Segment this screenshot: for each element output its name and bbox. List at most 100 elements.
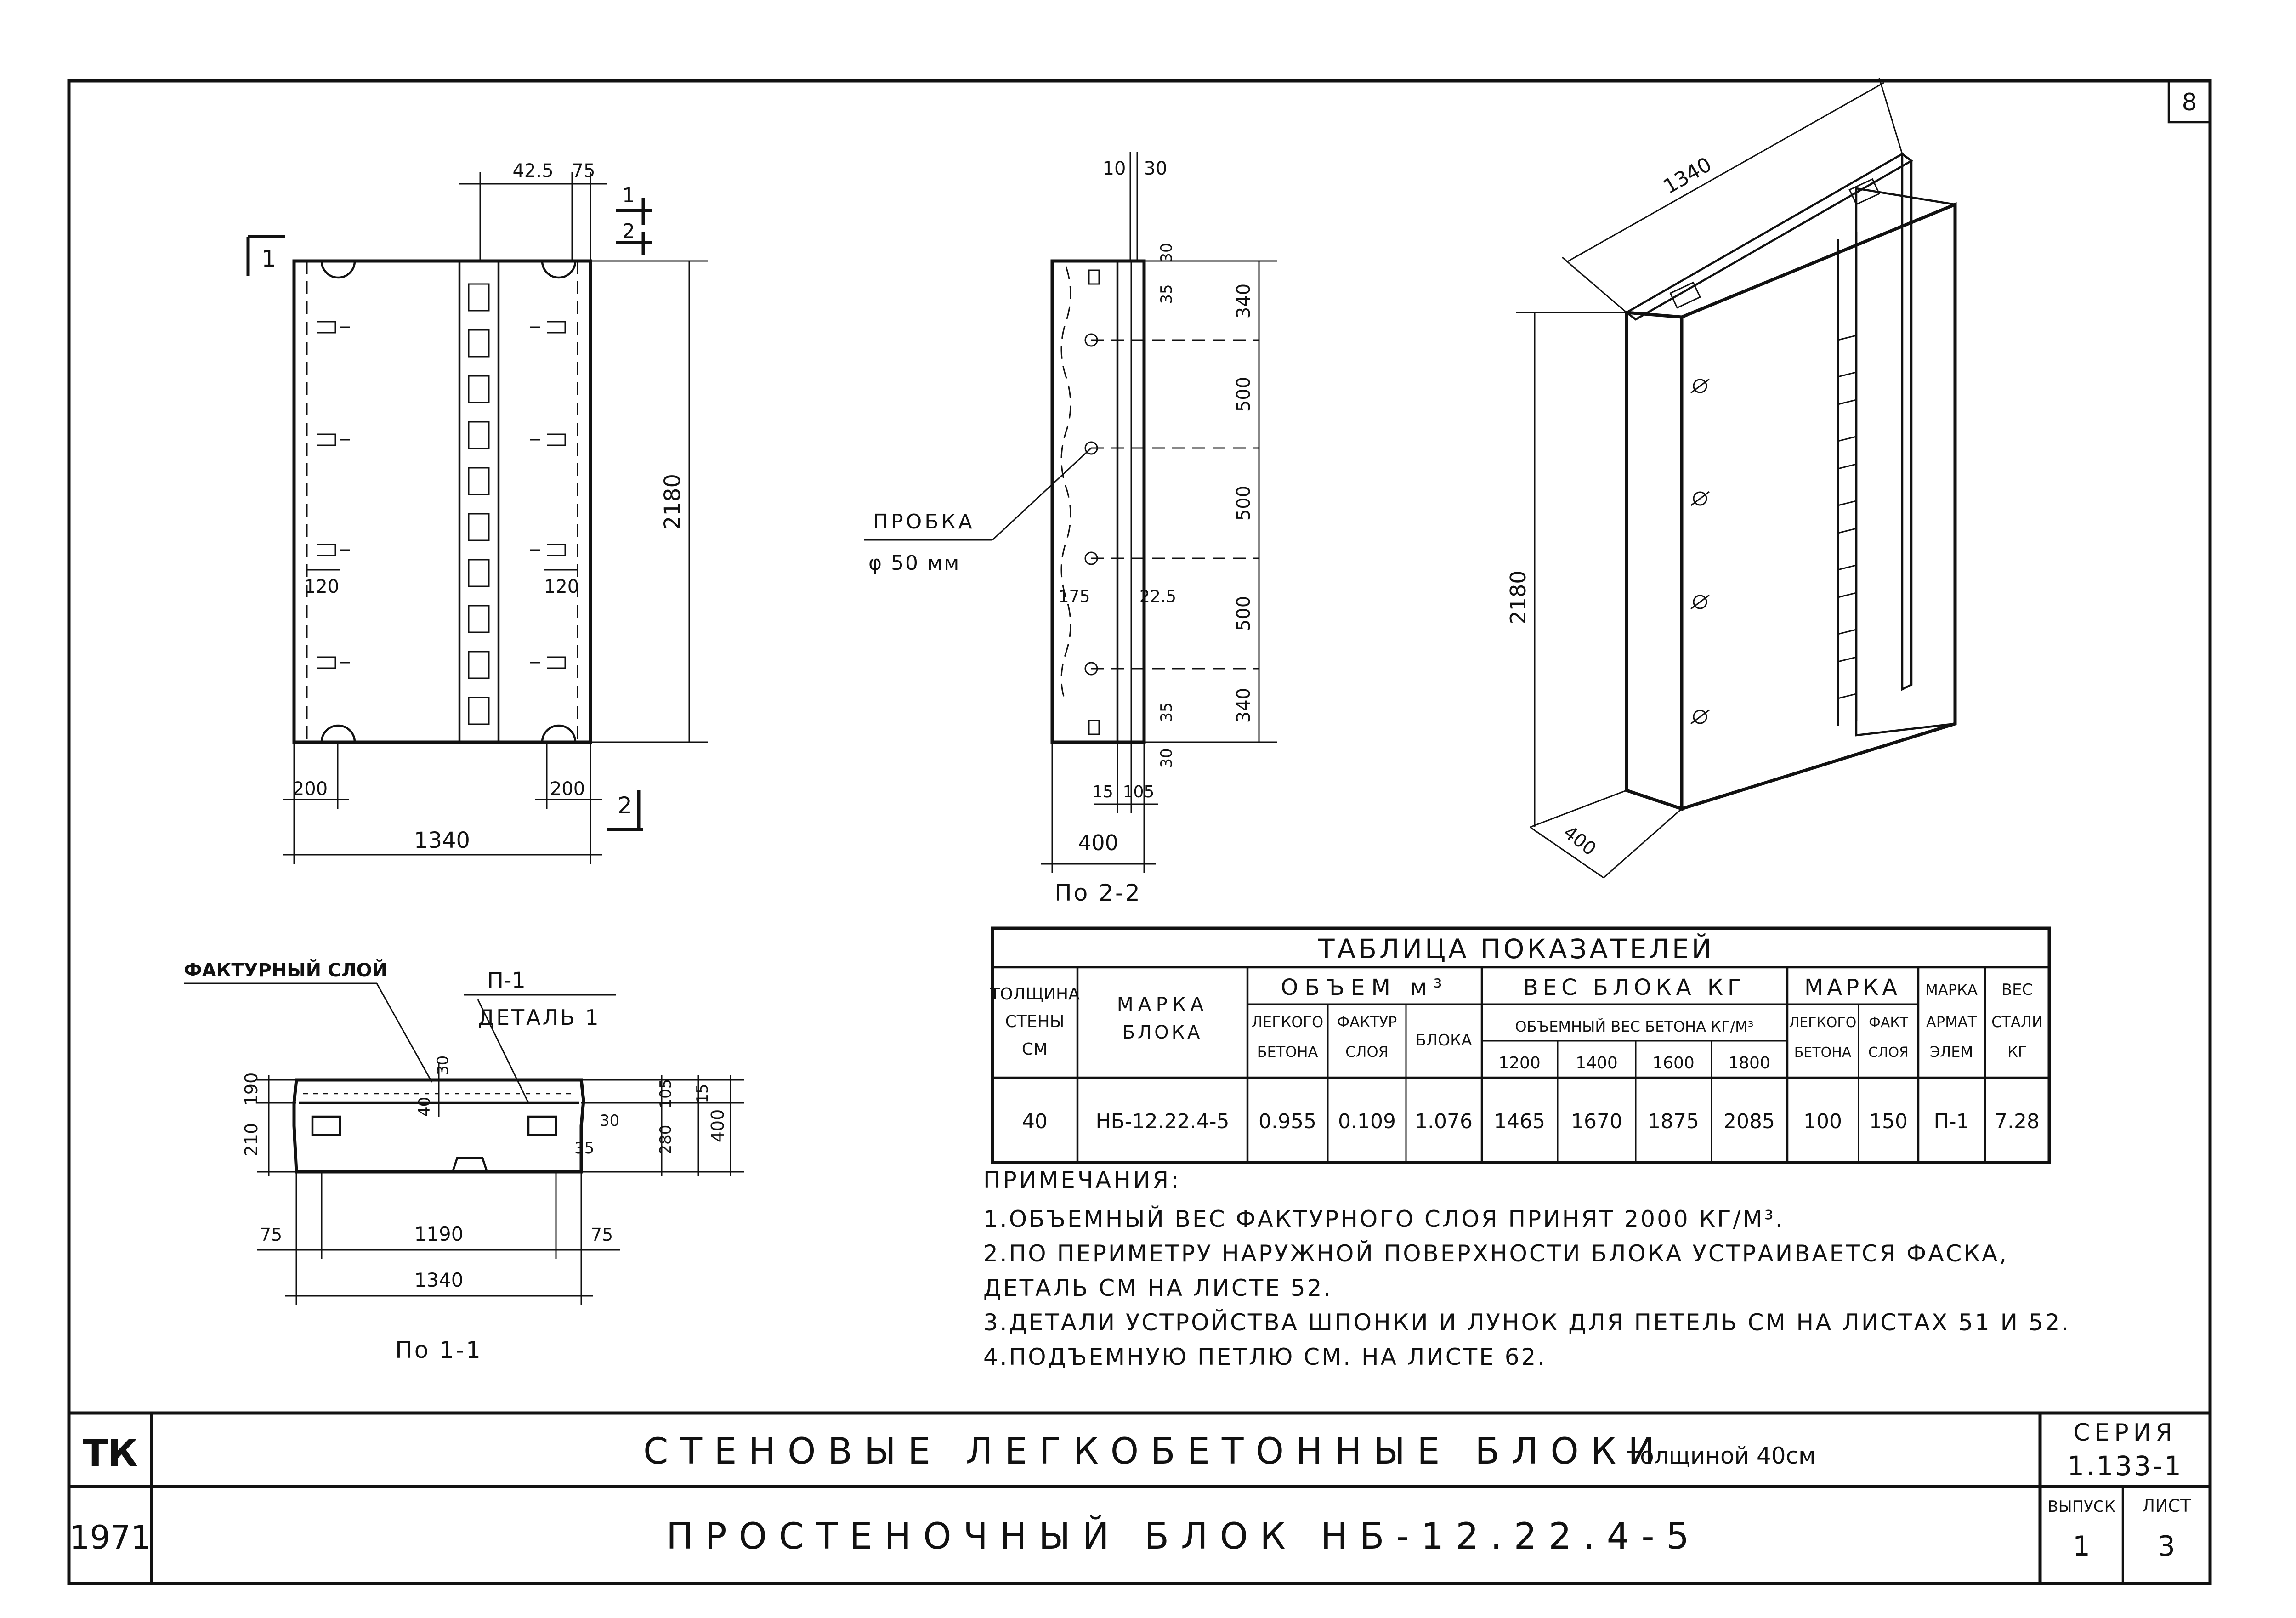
th-grade-light-2: БЕТОНА bbox=[1794, 1045, 1852, 1061]
cell-mark: НБ-12.22.4-5 bbox=[1096, 1110, 1230, 1133]
cell-vol-light: 0.955 bbox=[1259, 1110, 1316, 1133]
th-density-1600: 1600 bbox=[1652, 1054, 1695, 1073]
s22-dim-seg4: 500 bbox=[1233, 596, 1254, 631]
th-thickness-1: ТОЛЩИНА bbox=[989, 985, 1080, 1004]
s11-dim-r280: 280 bbox=[657, 1125, 675, 1155]
th-mark-2: БЛОКА bbox=[1122, 1022, 1203, 1043]
sheet-value: 3 bbox=[2158, 1530, 2175, 1562]
year: 1971 bbox=[69, 1519, 151, 1556]
section-mark-1-right: 1 bbox=[616, 184, 652, 225]
th-grade: МАРКА bbox=[1804, 975, 1901, 1000]
s22-dim-width: 400 bbox=[1078, 830, 1118, 855]
section-mark-2-bottom: 2 bbox=[607, 790, 643, 831]
th-grade-fact-2: СЛОЯ bbox=[1868, 1045, 1909, 1061]
s11-dim-mid-30: 30 bbox=[434, 1056, 452, 1075]
s11-dim-r35: 35 bbox=[574, 1139, 594, 1158]
s22-dim-bottom-15: 15 bbox=[1092, 783, 1113, 801]
th-volume: ОБЪЕМ м³ bbox=[1281, 975, 1448, 1000]
title-block: ТК 1971 СТЕНОВЫЕ ЛЕГКОБЕТОННЫЕ БЛОКИ тол… bbox=[69, 1411, 2210, 1584]
s22-dim-seg1: 340 bbox=[1233, 284, 1254, 318]
cell-w1600: 1875 bbox=[1648, 1110, 1699, 1133]
issue-value: 1 bbox=[2073, 1530, 2090, 1562]
note-2a: 2.ПО ПЕРИМЕТРУ НАРУЖНОЙ ПОВЕРХНОСТИ БЛОК… bbox=[983, 1240, 2008, 1267]
s11-dim-r400: 400 bbox=[708, 1109, 728, 1143]
s11-dim-b1190: 1190 bbox=[414, 1223, 464, 1245]
th-grade-light-1: ЛЕГКОГО bbox=[1789, 1015, 1857, 1031]
th-mark-1: МАРКА bbox=[1117, 993, 1208, 1016]
th-vol-block: БЛОКА bbox=[1415, 1031, 1472, 1050]
cell-vol-fact: 0.109 bbox=[1338, 1110, 1396, 1133]
plan-anchors bbox=[317, 321, 566, 669]
label-facture-layer: ФАКТУРНЫЙ СЛОЙ bbox=[184, 959, 387, 981]
s22-dim-top-b: 30 bbox=[1144, 158, 1168, 179]
note-3: 3.ДЕТАЛИ УСТРОЙСТВА ШПОНКИ И ЛУНОК ДЛЯ П… bbox=[983, 1309, 2070, 1336]
th-arm-3: ЭЛЕМ bbox=[1930, 1043, 1973, 1061]
iso-dim-depth: 400 bbox=[1559, 822, 1600, 860]
s11-dim-b75-left: 75 bbox=[260, 1225, 282, 1245]
svg-text:1: 1 bbox=[622, 184, 635, 207]
th-density-1400: 1400 bbox=[1576, 1054, 1618, 1073]
title-line-2: ПРОСТЕНОЧНЫЙ БЛОК НБ-12.22.4-5 bbox=[666, 1515, 1701, 1557]
s22-dim-bot-30: 30 bbox=[1157, 748, 1176, 768]
section-mark-2-top: 2 bbox=[616, 220, 652, 255]
plan-dim-right-bottom: 200 bbox=[550, 778, 585, 800]
svg-text:2: 2 bbox=[618, 792, 632, 819]
iso-dim-length: 1340 bbox=[1660, 153, 1716, 199]
notes: ПРИМЕЧАНИЯ: 1.ОБЪЕМНЫЙ ВЕС ФАКТУРНОГО СЛ… bbox=[983, 1167, 2070, 1370]
plan-dim-top-b: 75 bbox=[572, 160, 595, 182]
s11-caption: По 1-1 bbox=[395, 1337, 482, 1363]
s22-dim-seg2: 500 bbox=[1233, 377, 1254, 412]
s22-caption: По 2-2 bbox=[1054, 880, 1142, 906]
s22-dim-seg3: 500 bbox=[1233, 486, 1254, 521]
plan-dim-inner-right: 120 bbox=[544, 576, 579, 597]
sheet-frame: 8 bbox=[67, 79, 2212, 1585]
th-vol-light-1: ЛЕГКОГО bbox=[1252, 1013, 1323, 1031]
section-mark-1-left: 1 bbox=[246, 235, 285, 276]
th-density-1200: 1200 bbox=[1498, 1054, 1541, 1073]
table-row: 40 НБ-12.22.4-5 0.955 0.109 1.076 1465 1… bbox=[1022, 1110, 2040, 1133]
svg-text:2: 2 bbox=[622, 220, 635, 243]
plan-dim-inner-left: 120 bbox=[304, 576, 339, 597]
th-weight: ВЕС БЛОКА КГ bbox=[1523, 975, 1746, 1000]
label-detail1: ДЕТАЛЬ 1 bbox=[478, 1005, 601, 1030]
label-p1: П-1 bbox=[487, 968, 526, 994]
section-2-2: 10 30 340 500 500 500 340 30 35 35 30 17… bbox=[864, 152, 1277, 906]
s22-dim-bot-35: 35 bbox=[1157, 702, 1176, 722]
issue-label: ВЫПУСК bbox=[2047, 1498, 2115, 1516]
cell-steel: 7.28 bbox=[1995, 1110, 2040, 1133]
th-vol-light-2: БЕТОНА bbox=[1257, 1043, 1318, 1061]
note-1: 1.ОБЪЕМНЫЙ ВЕС ФАКТУРНОГО СЛОЯ ПРИНЯТ 20… bbox=[983, 1205, 1785, 1232]
th-grade-fact-1: ФАКТ bbox=[1869, 1015, 1909, 1031]
note-2b: ДЕТАЛЬ СМ НА ЛИСТЕ 52. bbox=[983, 1275, 1332, 1301]
plan-keys bbox=[468, 283, 490, 725]
th-thickness-3: СМ bbox=[1022, 1040, 1048, 1059]
s11-dim-b1340: 1340 bbox=[414, 1269, 464, 1291]
indicators-table: ТАБЛИЦА ПОКАЗАТЕЛЕЙ ТОЛЩИНА СТЕНЫ СМ МАР… bbox=[989, 926, 2051, 1164]
note-4: 4.ПОДЪЕМНУЮ ПЕТЛЮ СМ. НА ЛИСТЕ 62. bbox=[983, 1344, 1547, 1370]
cell-arm: П-1 bbox=[1934, 1110, 1969, 1133]
th-arm-1: МАРКА bbox=[1925, 981, 1978, 999]
s11-dim-left-a: 210 bbox=[241, 1123, 261, 1157]
title-line-1: СТЕНОВЫЕ ЛЕГКОБЕТОННЫЕ БЛОКИ bbox=[643, 1431, 1667, 1472]
th-thickness-2: СТЕНЫ bbox=[1005, 1012, 1065, 1031]
s22-dim-top-30: 30 bbox=[1157, 243, 1176, 262]
cell-w1200: 1465 bbox=[1494, 1110, 1545, 1133]
plug-holes bbox=[1084, 333, 1098, 676]
notes-heading: ПРИМЕЧАНИЯ: bbox=[983, 1167, 1181, 1193]
section-1-1: ФАКТУРНЫЙ СЛОЙ П-1 ДЕТАЛЬ 1 190 210 30 4… bbox=[184, 959, 744, 1363]
th-vol-fact-1: ФАКТУР bbox=[1337, 1013, 1397, 1031]
th-steel-2: СТАЛИ bbox=[1991, 1013, 2043, 1031]
th-density-1800: 1800 bbox=[1728, 1054, 1770, 1073]
s22-dim-inner-175: 175 bbox=[1059, 587, 1090, 606]
th-vol-fact-2: СЛОЯ bbox=[1345, 1043, 1389, 1061]
th-weight-sub: ОБЪЕМНЫЙ ВЕС БЕТОНА КГ/М³ bbox=[1515, 1018, 1753, 1035]
cell-grade-light: 100 bbox=[1803, 1110, 1842, 1133]
plug-label-1: ПРОБКА bbox=[873, 510, 975, 534]
sheet-corner-number: 8 bbox=[2182, 89, 2197, 116]
sheet-label: ЛИСТ bbox=[2142, 1496, 2192, 1516]
cell-thickness: 40 bbox=[1022, 1110, 1048, 1133]
th-arm-2: АРМАТ bbox=[1926, 1013, 1977, 1031]
cell-w1400: 1670 bbox=[1571, 1110, 1622, 1133]
cell-grade-fact: 150 bbox=[1869, 1110, 1908, 1133]
